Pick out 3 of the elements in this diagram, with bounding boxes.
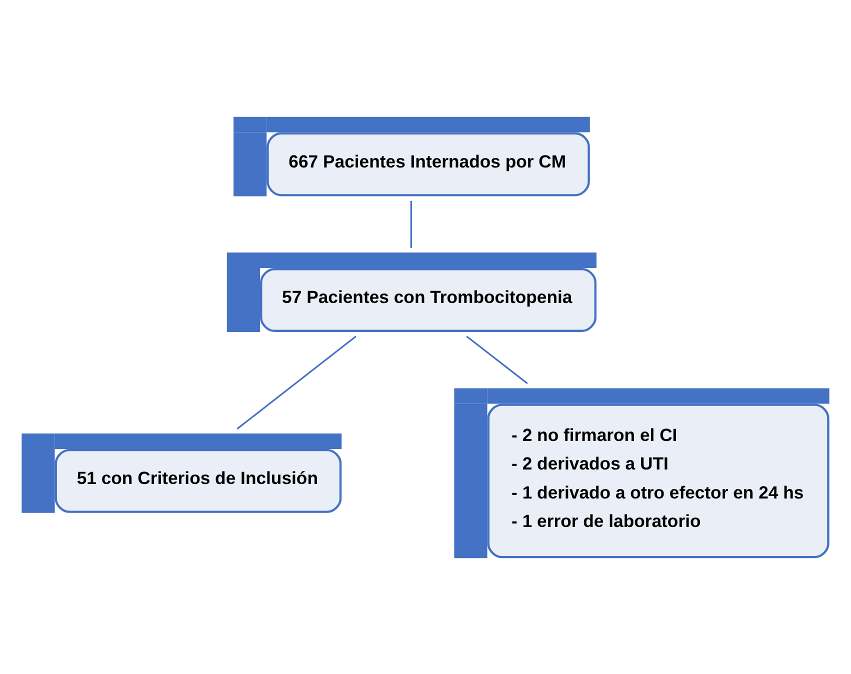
connector xyxy=(466,335,528,384)
connector xyxy=(410,200,412,248)
connector xyxy=(236,335,356,429)
